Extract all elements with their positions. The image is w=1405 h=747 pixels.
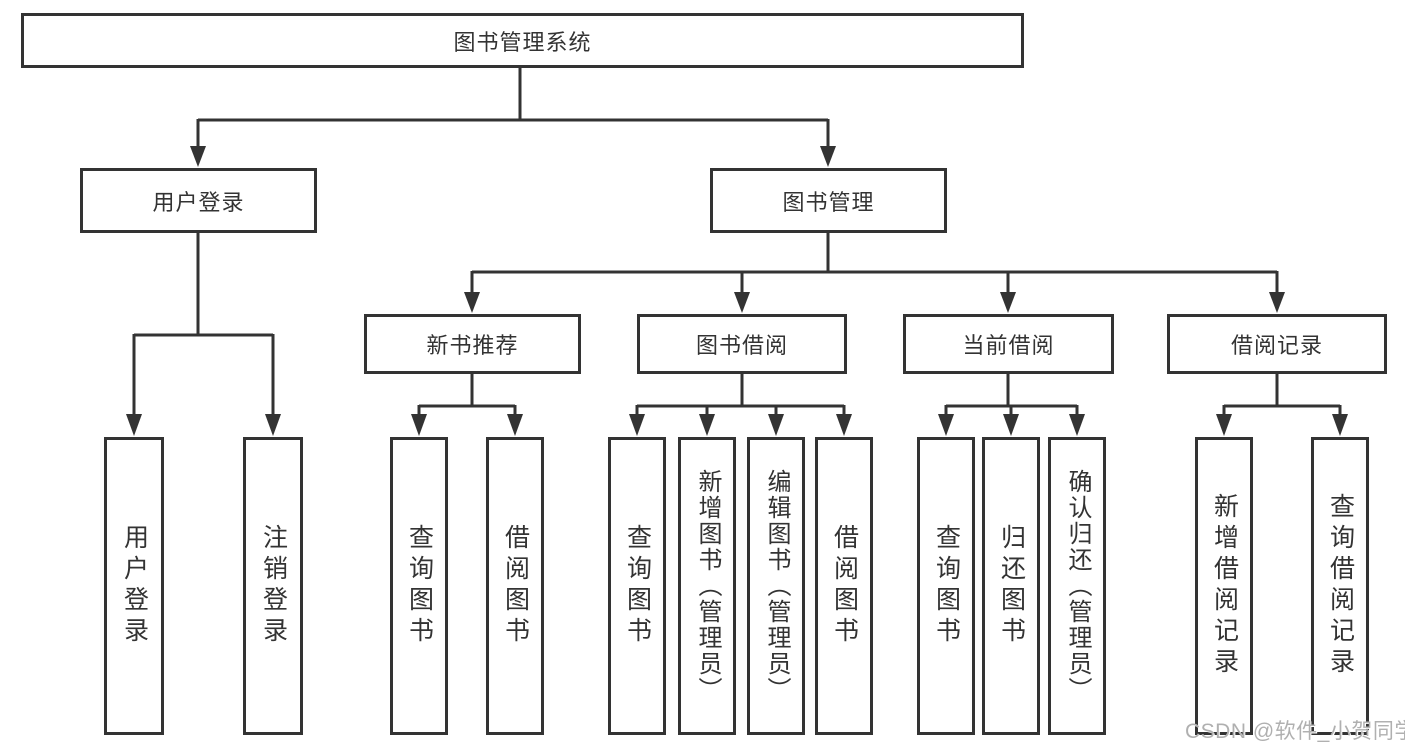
leaf-logout: 注销登录 xyxy=(243,437,303,735)
leaf-user-login-label: 用户登录 xyxy=(120,524,149,648)
leaf-logout-label: 注销登录 xyxy=(259,524,288,648)
csdn-watermark: CSDN @软件_小贺同学 xyxy=(1185,720,1405,743)
node-book-borrowing-label: 图书借阅 xyxy=(695,333,788,358)
leaf-query-book-recommend-label: 查询图书 xyxy=(405,524,434,648)
leaf-user-login: 用户登录 xyxy=(104,437,164,735)
leaf-add-book-admin-label: 新增图书（管理员） xyxy=(694,469,721,703)
leaf-query-borrow-record: 查询借阅记录 xyxy=(1311,437,1369,735)
node-book-borrowing: 图书借阅 xyxy=(637,314,847,374)
leaf-edit-book-admin-label: 编辑图书（管理员） xyxy=(763,469,790,703)
leaf-borrow-book: 借阅图书 xyxy=(815,437,873,735)
leaf-query-book-borrowing-label: 查询图书 xyxy=(623,524,652,648)
leaf-confirm-return-admin-label: 确认归还（管理员） xyxy=(1064,469,1091,703)
node-current-borrowing-label: 当前借阅 xyxy=(962,333,1055,358)
leaf-query-book-borrowing: 查询图书 xyxy=(608,437,666,735)
node-book-management: 图书管理 xyxy=(710,168,947,233)
node-root-system: 图书管理系统 xyxy=(21,13,1024,68)
node-new-book-recommend: 新书推荐 xyxy=(364,314,581,374)
leaf-borrow-book-recommend-label: 借阅图书 xyxy=(501,524,530,648)
leaf-add-borrow-record-label: 新增借阅记录 xyxy=(1210,493,1239,679)
leaf-borrow-book-recommend: 借阅图书 xyxy=(486,437,544,735)
node-new-book-recommend-label: 新书推荐 xyxy=(426,333,519,358)
node-book-management-label: 图书管理 xyxy=(782,189,875,215)
node-root-system-label: 图书管理系统 xyxy=(453,29,592,55)
node-borrow-records: 借阅记录 xyxy=(1167,314,1387,374)
leaf-add-book-admin: 新增图书（管理员） xyxy=(678,437,736,735)
leaf-query-book-current-label: 查询图书 xyxy=(932,524,961,648)
leaf-query-book-recommend: 查询图书 xyxy=(390,437,448,735)
leaf-edit-book-admin: 编辑图书（管理员） xyxy=(747,437,805,735)
leaf-borrow-book-label: 借阅图书 xyxy=(830,524,859,648)
node-current-borrowing: 当前借阅 xyxy=(903,314,1114,374)
leaf-query-book-current: 查询图书 xyxy=(917,437,975,735)
node-user-login: 用户登录 xyxy=(80,168,317,233)
leaf-add-borrow-record: 新增借阅记录 xyxy=(1195,437,1253,735)
node-borrow-records-label: 借阅记录 xyxy=(1230,333,1323,358)
leaf-return-book-label: 归还图书 xyxy=(997,524,1026,648)
leaf-confirm-return-admin: 确认归还（管理员） xyxy=(1048,437,1106,735)
leaf-query-borrow-record-label: 查询借阅记录 xyxy=(1326,493,1355,679)
leaf-return-book: 归还图书 xyxy=(982,437,1040,735)
node-user-login-label: 用户登录 xyxy=(152,189,245,215)
